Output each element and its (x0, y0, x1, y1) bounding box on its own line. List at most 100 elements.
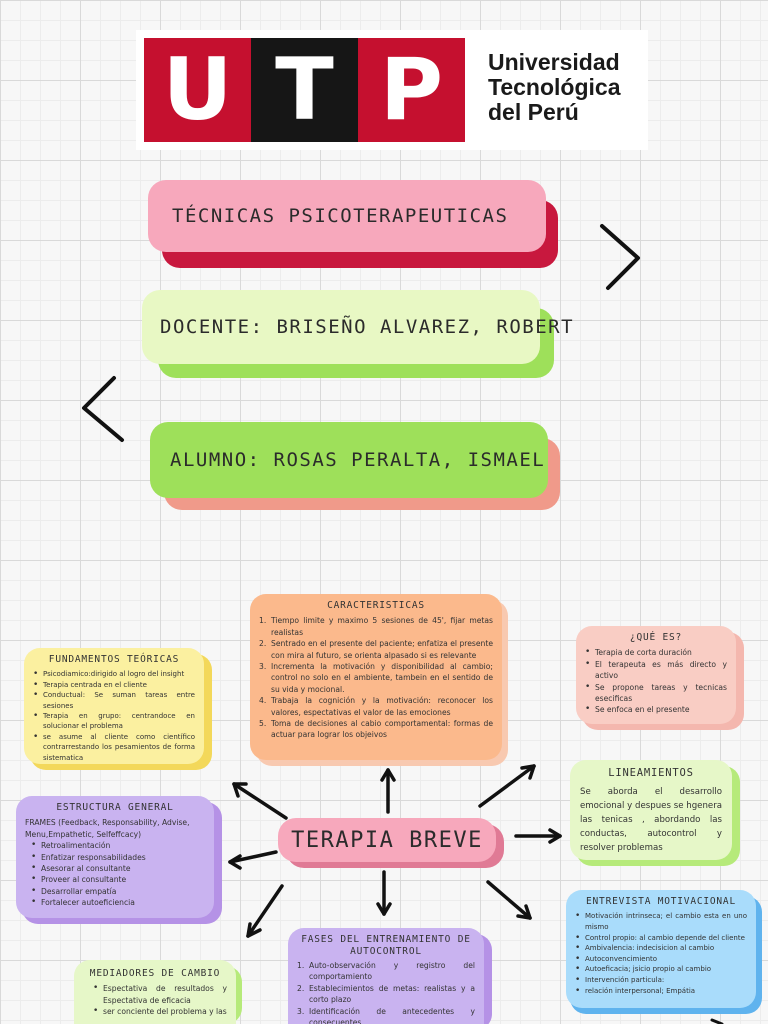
list-item: 2. Sentrado en el presente del paciente; … (259, 638, 493, 661)
list-item: Autoeficacia; jsicio propio al cambio (575, 964, 747, 975)
lineamientos-text: Se aborda el desarrollo emocional y desp… (580, 787, 722, 854)
item-text: Tiempo limite y maximo 5 sesiones de 45'… (271, 616, 493, 637)
list-item: Desarrollar empatía (31, 886, 205, 898)
item-text: Auto-observación y registro del comporta… (309, 961, 475, 982)
logo-letter-u: U (144, 38, 251, 142)
list-item: 2. Establecimientos de metas: realistas y… (297, 983, 475, 1006)
title-pill-group: TÉCNICAS PSICOTERAPEUTICAS (148, 180, 560, 272)
estructura-card: ESTRUCTURA GENERAL FRAMES (Feedback, Res… (16, 796, 214, 918)
list-item: Control propio: al cambio depende del cl… (575, 933, 747, 944)
list-item: El terapeuta es más directo y activo (585, 659, 727, 682)
card-title: LINEAMIENTOS (608, 767, 694, 779)
list-item: Se enfoca en el presente (585, 704, 727, 716)
list-item: Se propone tareas y tecnicas esecificas (585, 682, 727, 705)
utp-logo: U T P Universidad Tecnológica del Perú (136, 30, 648, 150)
student-pill: ALUMNO: ROSAS PERALTA, ISMAEL (150, 422, 548, 498)
list-item: Terapia de corta duración (585, 647, 727, 659)
logo-letter-blocks: U T P (144, 38, 465, 142)
arrow-left (228, 850, 278, 864)
card-title: ENTREVISTA MOTIVACIONAL (586, 896, 736, 907)
arrow-up-left-head (232, 782, 248, 798)
que-es-list: Terapia de corta duración El terapeuta e… (585, 647, 727, 716)
list-item: 1. Tiempo limite y maximo 5 sesiones de 4… (259, 615, 493, 638)
chevron-left-icon (82, 376, 124, 442)
arrow-up-head (380, 768, 396, 782)
fundamentos-list: Psicodiamico:dirigido al logro del insig… (33, 669, 195, 763)
item-text: Toma de decisiones al cabio comportament… (271, 719, 493, 740)
list-item: 1. Auto-observación y registro del compor… (297, 960, 475, 983)
item-number: 2. (297, 983, 305, 993)
item-number: 3. (259, 662, 267, 672)
item-text: Establecimientos de metas: realistas y a… (309, 983, 475, 1005)
list-item: Terapia en grupo: centrandoce en solucio… (33, 711, 195, 732)
arrow-left-head (228, 854, 242, 870)
center-topic: TERAPIA BREVE (278, 818, 496, 862)
logo-line: Tecnológica (488, 74, 621, 100)
arrow-up-right (478, 764, 536, 808)
card-title: MEDIADORES DE CAMBIO (89, 968, 221, 979)
list-item: Fortalecer autoeficiencia (31, 897, 205, 909)
item-text: Identificación de antecedentes y consecu… (309, 1006, 475, 1024)
chevron-small-icon (710, 1018, 724, 1024)
student-pill-group: ALUMNO: ROSAS PERALTA, ISMAEL (150, 422, 562, 514)
item-number: 1. (297, 961, 305, 970)
list-item: Espectativa de resultados y Espectativa … (93, 983, 227, 1006)
list-item: 5.Toma de decisiones al cabio comportame… (259, 718, 493, 741)
item-number: 2. (259, 639, 267, 649)
list-item: Ambivalencia: indecisicion al cambio (575, 943, 747, 954)
logo-line: del Perú (488, 99, 579, 125)
fundamentos-card: FUNDAMENTOS TEÓRICAS Psicodiamico:dirigi… (24, 648, 204, 764)
arrow-down-left (246, 884, 284, 938)
fases-list: 1. Auto-observación y registro del compor… (297, 960, 475, 1024)
list-item: Psicodiamico:dirigido al logro del insig… (33, 669, 195, 680)
estructura-intro: FRAMES (Feedback, Responsability, Advise… (25, 818, 190, 839)
list-item: 3. Identificación de antecedentes y conse… (297, 1006, 475, 1024)
entrevista-card: ENTREVISTA MOTIVACIONAL Motivación intri… (566, 890, 756, 1008)
caracteristicas-list: 1. Tiempo limite y maximo 5 sesiones de 4… (259, 615, 493, 740)
list-item: Terapia centrada en el cliente (33, 680, 195, 691)
card-title: FUNDAMENTOS TEÓRICAS (48, 654, 180, 665)
logo-letter-t: T (251, 38, 358, 142)
arrow-down-left-head (246, 922, 262, 938)
item-number: 3. (297, 1006, 305, 1016)
list-item: se asume al cliente como científico cont… (33, 732, 195, 763)
card-title: ESTRUCTURA GENERAL (56, 802, 174, 813)
lineamientos-card: LINEAMIENTOS Se aborda el desarrollo emo… (570, 760, 732, 860)
chevron-right-icon (600, 224, 640, 290)
item-text: Trabaja la cognición y la motivación: re… (271, 696, 493, 717)
arrow-down-head (376, 902, 392, 916)
list-item: Conductual: Se suman tareas entre sesion… (33, 690, 195, 711)
item-number: 1. (259, 616, 267, 626)
list-item: relación interpersonal; Empátia (575, 986, 747, 997)
estructura-list: Retroalimentación Enfatizar responsabili… (25, 840, 205, 909)
logo-letter-p: P (358, 38, 465, 142)
list-item: Proveer al consultante (31, 874, 205, 886)
arrow-down-right-head (516, 904, 532, 920)
list-item: Retroalimentación (31, 840, 205, 852)
mediadores-list: Espectativa de resultados y Espectativa … (83, 983, 227, 1018)
list-item: ser conciente del problema y las (93, 1006, 227, 1018)
logo-university-name: Universidad Tecnológica del Perú (488, 50, 648, 125)
mediadores-card: MEDIADORES DE CAMBIO Espectativa de resu… (74, 960, 236, 1024)
list-item: Motivación intrinseca; el cambio esta en… (575, 911, 747, 932)
entrevista-list: Motivación intrinseca; el cambio esta en… (575, 911, 747, 996)
caracteristicas-card: CARACTERISTICAS 1. Tiempo limite y maximo… (250, 594, 502, 760)
list-item: 4.Trabaja la cognición y la motivación: … (259, 695, 493, 718)
card-title: FASES DEL ENTRENAMIENTO DE AUTOCONTROL (301, 934, 471, 957)
list-item: 3. Incrementa la motivación y disponibili… (259, 661, 493, 695)
teacher-pill-group: DOCENTE: BRISEÑO ALVAREZ, ROBERT (142, 290, 573, 382)
list-item: Autoconvencimiento (575, 954, 747, 965)
card-title: ¿QUÉ ES? (629, 632, 683, 643)
arrow-up-left (232, 782, 288, 820)
list-item: Asesorar al consultante (31, 863, 205, 875)
arrow-up-right-head (520, 764, 536, 780)
teacher-pill: DOCENTE: BRISEÑO ALVAREZ, ROBERT (142, 290, 573, 364)
arrow-down-right (486, 880, 532, 920)
item-text: Incrementa la motivación y disponibilida… (271, 662, 493, 694)
item-text: Sentrado en el presente del paciente; en… (271, 639, 493, 660)
list-item: Intervención particula: (575, 975, 747, 986)
que-es-card: ¿QUÉ ES? Terapia de corta duración El te… (576, 626, 736, 724)
title-pill: TÉCNICAS PSICOTERAPEUTICAS (148, 180, 546, 252)
card-title: CARACTERISTICAS (327, 600, 425, 611)
logo-line: Universidad (488, 49, 620, 75)
